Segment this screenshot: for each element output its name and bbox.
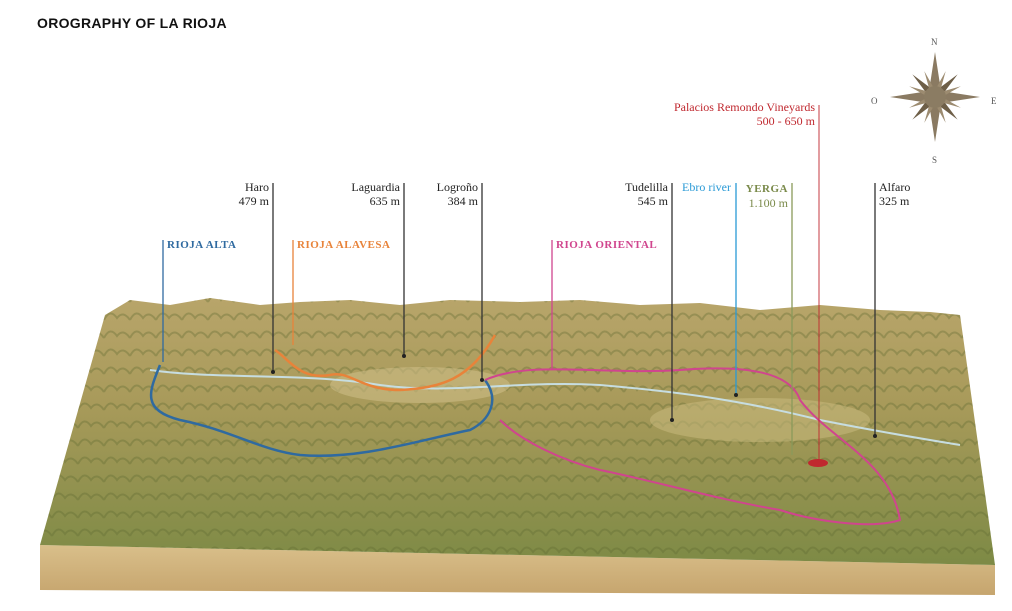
terrain-base xyxy=(40,545,995,595)
compass-north: N xyxy=(931,37,938,47)
compass-south: S xyxy=(932,155,938,165)
label-vineyards: Palacios Remondo Vineyards 500 - 650 m xyxy=(674,100,815,128)
region-rioja-alavesa: RIOJA ALAVESA xyxy=(297,239,391,251)
label-logrono: Logroño 384 m xyxy=(437,180,478,208)
place-name: Tudelilla xyxy=(625,180,668,194)
place-altitude: 545 m xyxy=(637,194,668,208)
compass-west: O xyxy=(871,96,878,106)
place-name: Alfaro xyxy=(879,180,911,194)
label-laguardia: Laguardia 635 m xyxy=(351,180,400,208)
compass-east: E xyxy=(991,96,997,106)
ebro-river xyxy=(149,369,961,446)
place-altitude: 635 m xyxy=(369,194,400,208)
place-altitude: 384 m xyxy=(447,194,478,208)
region-rioja-oriental: RIOJA ORIENTAL xyxy=(556,239,658,251)
place-name: Haro xyxy=(245,180,269,194)
label-tudelilla: Tudelilla 545 m xyxy=(625,180,668,208)
label-yerga: YERGA 1.100 m xyxy=(746,182,788,210)
place-altitude: 325 m xyxy=(879,194,910,208)
vineyards-name: Palacios Remondo Vineyards xyxy=(673,100,815,114)
label-alfaro: Alfaro 325 m xyxy=(879,180,910,208)
place-name: Logroño xyxy=(436,180,478,194)
vineyards-altitude: 500 - 650 m xyxy=(756,114,815,128)
region-rioja-alta: RIOJA ALTA xyxy=(167,239,237,251)
yerga-name: YERGA xyxy=(745,183,788,195)
label-haro: Haro 479 m xyxy=(239,180,269,208)
yerga-altitude: 1.100 m xyxy=(748,196,788,210)
rioja-oriental-boundary xyxy=(484,367,902,526)
terrain-hills xyxy=(40,298,995,565)
rioja-alavesa-boundary xyxy=(274,334,497,392)
rioja-alta-boundary xyxy=(149,364,494,457)
compass-rose-icon xyxy=(890,52,980,142)
label-ebro-river: Ebro river xyxy=(682,180,731,194)
page-title: OROGRAPHY OF LA RIOJA xyxy=(37,15,227,31)
vineyards-marker xyxy=(808,459,828,467)
leader-lines xyxy=(162,105,876,460)
place-name: Laguardia xyxy=(351,180,400,194)
place-altitude: 479 m xyxy=(238,194,269,208)
